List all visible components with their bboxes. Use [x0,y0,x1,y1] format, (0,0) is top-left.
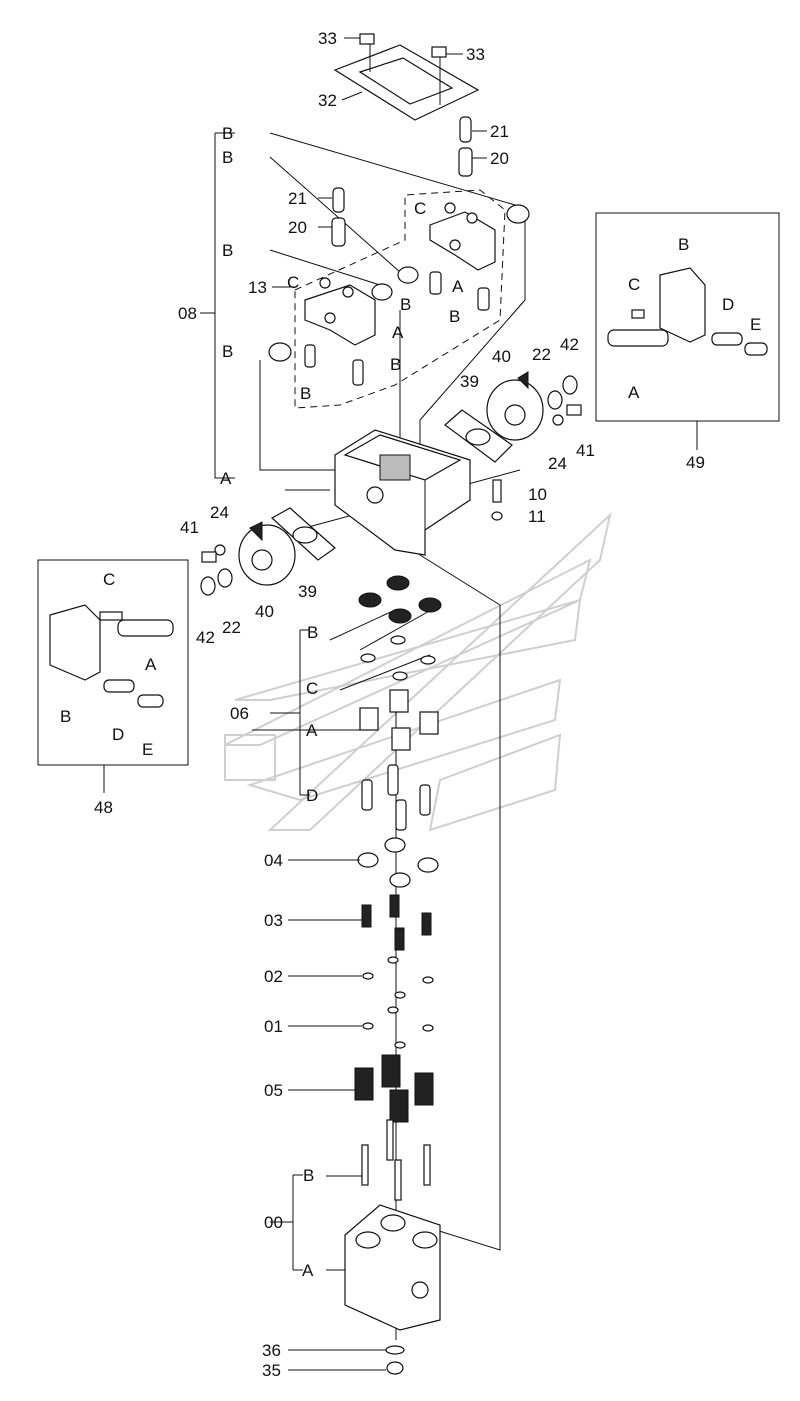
callout-32: 32 [318,91,337,110]
label-48-b: B [60,707,71,726]
pins-left [318,187,346,247]
callout-08: 08 [178,304,197,323]
callout-05: 05 [264,1081,283,1100]
springs-05 [354,1054,434,1123]
label-b-right1: B [400,295,411,314]
callout-35: 35 [262,1361,281,1380]
oring-36 [385,1345,405,1355]
callout-20-right: 20 [490,149,509,168]
cover-plate [333,40,480,121]
lever-left [304,277,376,386]
detail-48-box [37,559,189,766]
callout-04: 04 [264,851,283,870]
plungers [361,1119,431,1201]
label-49-a: A [628,383,640,402]
label-49-d: D [722,295,734,314]
callout-33-right: 33 [466,45,485,64]
callout-40-right: 40 [492,347,511,366]
callout-21-left: 21 [288,189,307,208]
label-a-right: A [452,277,464,296]
callout-01: 01 [264,1017,283,1036]
housing-body [334,429,471,556]
label-b-06: B [307,623,318,642]
label-48-e: E [142,740,153,759]
seals-stack [358,575,442,831]
label-48-d: D [112,725,124,744]
label-b-13a: B [300,384,311,403]
label-b-1: B [222,124,233,143]
callout-00: 00 [264,1213,283,1232]
callout-48: 48 [94,798,113,817]
callout-24-left: 24 [210,503,229,522]
plate-40-left [238,521,296,586]
plug-35 [386,1361,404,1375]
gasket-39-right [444,409,513,463]
callout-33-left: 33 [318,29,337,48]
bushings [268,204,530,362]
label-d-06: D [306,786,318,805]
label-b-4: B [222,342,233,361]
label-a-13: A [392,323,404,342]
part-callouts: 33 33 32 21 20 21 20 08 13 22 42 40 39 2… [94,29,705,1380]
washers [362,956,434,1049]
label-49-c: C [628,275,640,294]
label-49-e: E [750,315,761,334]
label-a-06: A [306,721,318,740]
callout-36: 36 [262,1341,281,1360]
callout-41-right: 41 [576,441,595,460]
callout-11: 11 [528,507,546,526]
detail-49-box [595,212,780,422]
callout-10: 10 [528,485,547,504]
label-a-00: A [302,1261,314,1280]
label-b-00: B [303,1166,314,1185]
callout-24-right: 24 [548,454,567,473]
label-49-b: B [678,235,689,254]
callout-22-right: 22 [532,345,551,364]
callout-21-right: 21 [490,122,509,141]
callout-06: 06 [230,704,249,723]
callout-22-left: 22 [222,618,241,637]
label-48-a: A [145,655,157,674]
detail-48-parts [49,604,174,708]
lever-right [429,202,496,311]
label-b-right2: B [449,307,460,326]
label-c-right: C [414,199,426,218]
discs-04 [357,837,439,888]
callout-leaders [252,729,386,1371]
label-48-c: C [103,570,115,589]
callout-13: 13 [248,278,267,297]
assembly-13-outline [294,189,506,409]
detail-49-parts [607,267,768,356]
callout-20-left: 20 [288,218,307,237]
callout-41-left: 41 [180,518,199,537]
label-b-2: B [222,148,233,167]
callout-03: 03 [264,911,283,930]
callout-49: 49 [686,453,705,472]
label-b-13b: B [390,355,401,374]
label-b-3: B [222,241,233,260]
watermark-logo [224,512,612,832]
sub-labels: B B B B A C A B B C A B B B C A D B A B … [60,124,761,1280]
springs-03 [361,894,432,951]
callout-02: 02 [264,967,283,986]
pins-right [458,116,487,177]
screw-33-right [431,46,463,58]
callout-40-left: 40 [255,602,274,621]
screw-33-left [344,33,375,45]
callout-42-left: 42 [196,628,215,647]
callout-39-right: 39 [460,372,479,391]
callout-39-left: 39 [298,582,317,601]
label-c-06: C [306,679,318,698]
gasket-39-left [270,507,336,561]
callout-42-right: 42 [560,335,579,354]
plate-40-right [486,371,544,441]
label-c-13: C [287,273,299,292]
label-a-body: A [220,469,232,488]
valve-body [344,1204,441,1331]
